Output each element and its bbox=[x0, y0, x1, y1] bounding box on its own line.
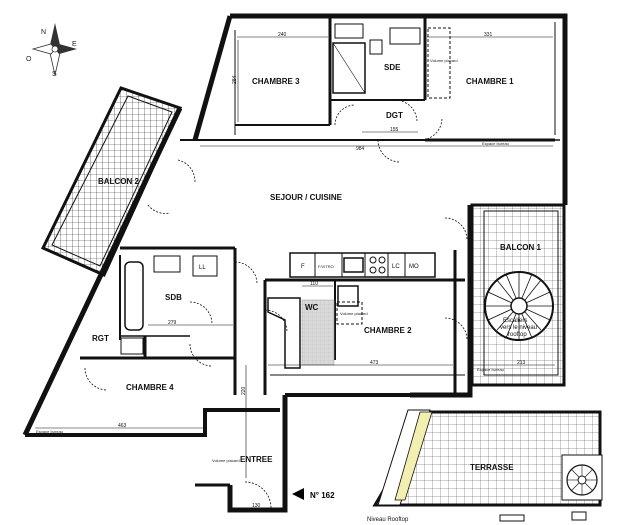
note-espace-bureau-2: Espace bureau bbox=[477, 367, 504, 372]
dim-463: 463 bbox=[118, 423, 127, 429]
room-chambre1: CHAMBRE 1 bbox=[466, 77, 514, 86]
note-espace-bureau-1: Espace bureau bbox=[482, 141, 509, 146]
room-dgt: DGT bbox=[386, 111, 403, 120]
compass-north: N bbox=[41, 29, 46, 36]
fixture-ll: LL bbox=[199, 265, 206, 271]
dimension-lines bbox=[35, 36, 555, 509]
note-escaliers-2: vers le niveau bbox=[500, 325, 537, 331]
note-espace-bureau-3: Espace bureau bbox=[36, 429, 63, 434]
note-escaliers-3: rooftop bbox=[508, 332, 527, 338]
room-sejour: SEJOUR / CUISINE bbox=[270, 193, 343, 202]
note-volume-placard-3: Volume placard bbox=[212, 458, 240, 463]
note-volume-placard-2: Volume placard bbox=[340, 311, 368, 316]
note-escaliers-1: Escaliers bbox=[503, 318, 527, 324]
compass-east: E bbox=[72, 41, 77, 48]
interior-walls bbox=[80, 16, 556, 395]
sde-fixtures: Volume placard bbox=[332, 23, 458, 99]
dim-240: 240 bbox=[278, 32, 287, 38]
room-chambre4: CHAMBRE 4 bbox=[126, 383, 174, 392]
apartment-number: N° 162 bbox=[310, 491, 335, 500]
sdb-fixtures: LL bbox=[120, 255, 218, 355]
notes: Espace bureau Espace bureau Espace burea… bbox=[36, 141, 537, 463]
rooftop-inset: TERRASSE Niveau Rooftop bbox=[367, 409, 603, 523]
room-entree: ENTREE bbox=[240, 455, 273, 464]
dim-984: 984 bbox=[356, 146, 365, 152]
dim-110: 110 bbox=[310, 281, 318, 287]
room-sde: SDE bbox=[384, 63, 401, 72]
fixture-mo: MO bbox=[409, 264, 419, 270]
dim-473: 473 bbox=[370, 360, 379, 366]
doors bbox=[84, 99, 468, 509]
dim-284: 284 bbox=[232, 75, 238, 84]
dim-130: 130 bbox=[252, 503, 261, 509]
room-sdb: SDB bbox=[165, 293, 182, 302]
dimension-labels: 240 331 284 155 984 279 473 213 463 220 … bbox=[118, 32, 526, 509]
dim-220: 220 bbox=[241, 386, 247, 395]
compass: N E S O bbox=[26, 23, 77, 78]
fixture-fvitro: F/VITRO bbox=[318, 264, 334, 269]
dim-331: 331 bbox=[484, 32, 493, 38]
room-balcon2: BALCON 2 bbox=[98, 177, 139, 186]
rooftop-label: Niveau Rooftop bbox=[367, 517, 409, 523]
room-labels: CHAMBRE 3 SDE CHAMBRE 1 DGT BALCON 2 SEJ… bbox=[92, 63, 541, 464]
fixture-fridge: F bbox=[301, 264, 305, 270]
room-terrasse: TERRASSE bbox=[470, 463, 514, 472]
wc-area: Volume placard bbox=[267, 285, 368, 369]
dim-155: 155 bbox=[390, 127, 399, 133]
room-wc: WC bbox=[305, 303, 319, 312]
dim-279: 279 bbox=[168, 320, 177, 326]
compass-south: S bbox=[52, 71, 57, 78]
room-chambre3: CHAMBRE 3 bbox=[252, 77, 300, 86]
room-rgt: RGT bbox=[92, 334, 109, 343]
balcon1-area bbox=[470, 203, 566, 387]
fixture-lc: LC bbox=[392, 264, 400, 270]
kitchen-counter: F F/VITRO LC MO bbox=[289, 252, 436, 278]
dim-213: 213 bbox=[517, 360, 526, 366]
balcon2-area bbox=[40, 86, 183, 277]
room-balcon1: BALCON 1 bbox=[500, 243, 541, 252]
apartment-marker: N° 162 bbox=[292, 488, 335, 500]
room-chambre2: CHAMBRE 2 bbox=[364, 326, 412, 335]
compass-west: O bbox=[26, 56, 32, 63]
note-volume-placard-1: Volume placard bbox=[430, 58, 458, 63]
